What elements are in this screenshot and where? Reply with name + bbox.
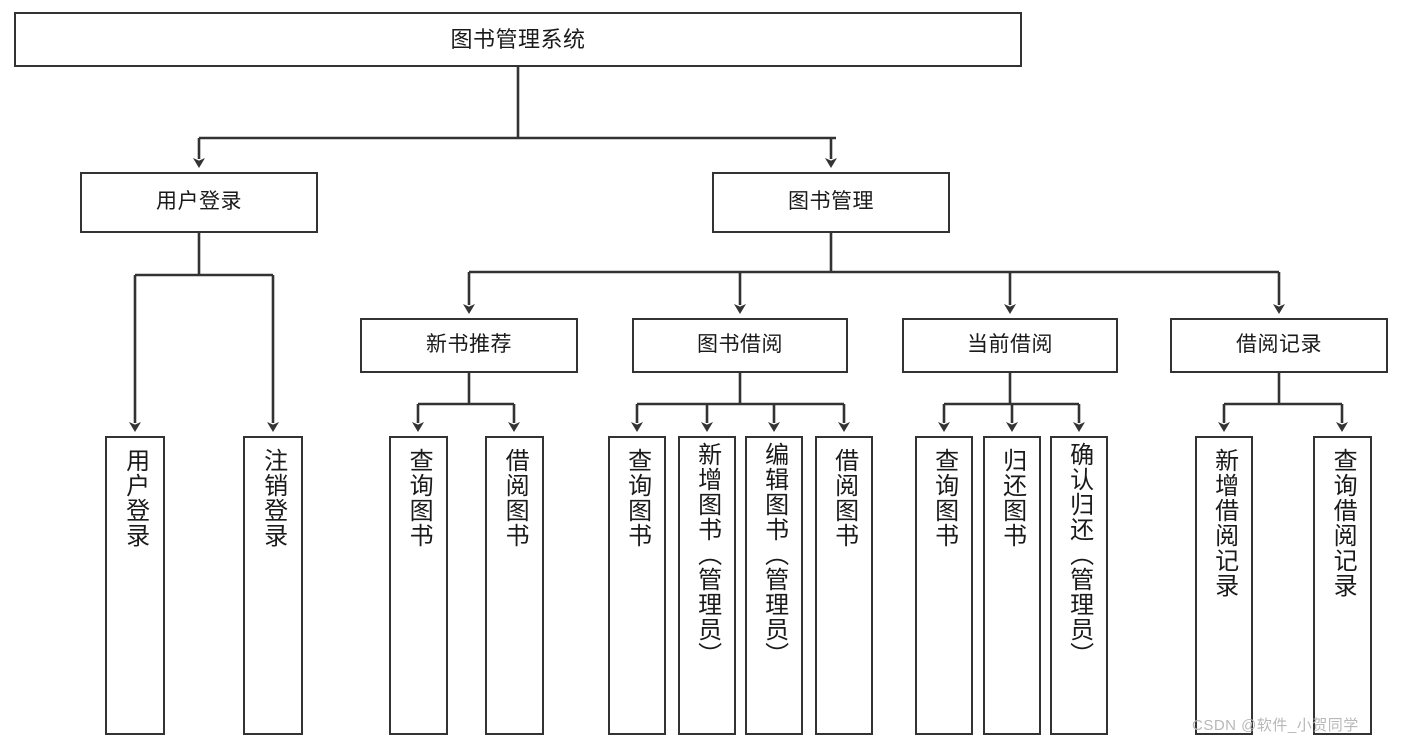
leaf-confirm-return[interactable]: 确认归还（管理员） [1050, 436, 1108, 735]
node-user-login[interactable]: 用户登录 [80, 172, 318, 233]
leaf-query-book-3-label: 查询图书 [930, 448, 958, 548]
leaf-query-book-2-label: 查询图书 [623, 448, 651, 548]
node-current-borrow[interactable]: 当前借阅 [902, 318, 1118, 373]
leaf-query-book-2[interactable]: 查询图书 [608, 436, 666, 735]
leaf-confirm-return-label: 确认归还（管理员） [1065, 442, 1093, 667]
leaf-edit-book[interactable]: 编辑图书（管理员） [745, 436, 803, 735]
csdn-watermark: CSDN @软件_小贺同学 [1192, 717, 1359, 734]
leaf-logout[interactable]: 注销登录 [243, 436, 303, 735]
leaf-query-book-3[interactable]: 查询图书 [915, 436, 973, 735]
leaf-add-book-label: 新增图书（管理员） [693, 442, 721, 667]
node-book-borrow-label: 图书借阅 [697, 333, 783, 357]
leaf-query-book-1-label: 查询图书 [405, 448, 433, 548]
node-new-book-rec[interactable]: 新书推荐 [360, 318, 578, 373]
leaf-borrow-book-2-label: 借阅图书 [830, 448, 858, 548]
node-book-borrow[interactable]: 图书借阅 [632, 318, 848, 373]
leaf-user-login[interactable]: 用户登录 [105, 436, 165, 735]
node-user-login-label: 用户登录 [156, 190, 242, 214]
leaf-borrow-book-2[interactable]: 借阅图书 [815, 436, 873, 735]
node-book-manage-label: 图书管理 [788, 190, 874, 214]
leaf-add-record-label: 新增借阅记录 [1210, 448, 1238, 598]
node-borrow-record-label: 借阅记录 [1236, 333, 1322, 357]
leaf-query-record[interactable]: 查询借阅记录 [1313, 436, 1372, 735]
node-current-borrow-label: 当前借阅 [967, 333, 1053, 357]
leaf-logout-label: 注销登录 [259, 448, 287, 548]
leaf-query-record-label: 查询借阅记录 [1329, 448, 1357, 598]
leaf-add-record[interactable]: 新增借阅记录 [1195, 436, 1253, 735]
leaf-return-book[interactable]: 归还图书 [983, 436, 1041, 735]
node-root[interactable]: 图书管理系统 [14, 12, 1022, 67]
leaf-borrow-book-1-label: 借阅图书 [501, 448, 529, 548]
node-new-book-rec-label: 新书推荐 [426, 333, 512, 357]
leaf-add-book[interactable]: 新增图书（管理员） [678, 436, 736, 735]
leaf-edit-book-label: 编辑图书（管理员） [760, 442, 788, 667]
node-borrow-record[interactable]: 借阅记录 [1170, 318, 1388, 373]
leaf-borrow-book-1[interactable]: 借阅图书 [485, 436, 544, 735]
node-book-manage[interactable]: 图书管理 [712, 172, 950, 233]
leaf-query-book-1[interactable]: 查询图书 [389, 436, 448, 735]
node-root-label: 图书管理系统 [450, 26, 586, 52]
leaf-return-book-label: 归还图书 [998, 448, 1026, 548]
leaf-user-login-label: 用户登录 [121, 448, 149, 548]
